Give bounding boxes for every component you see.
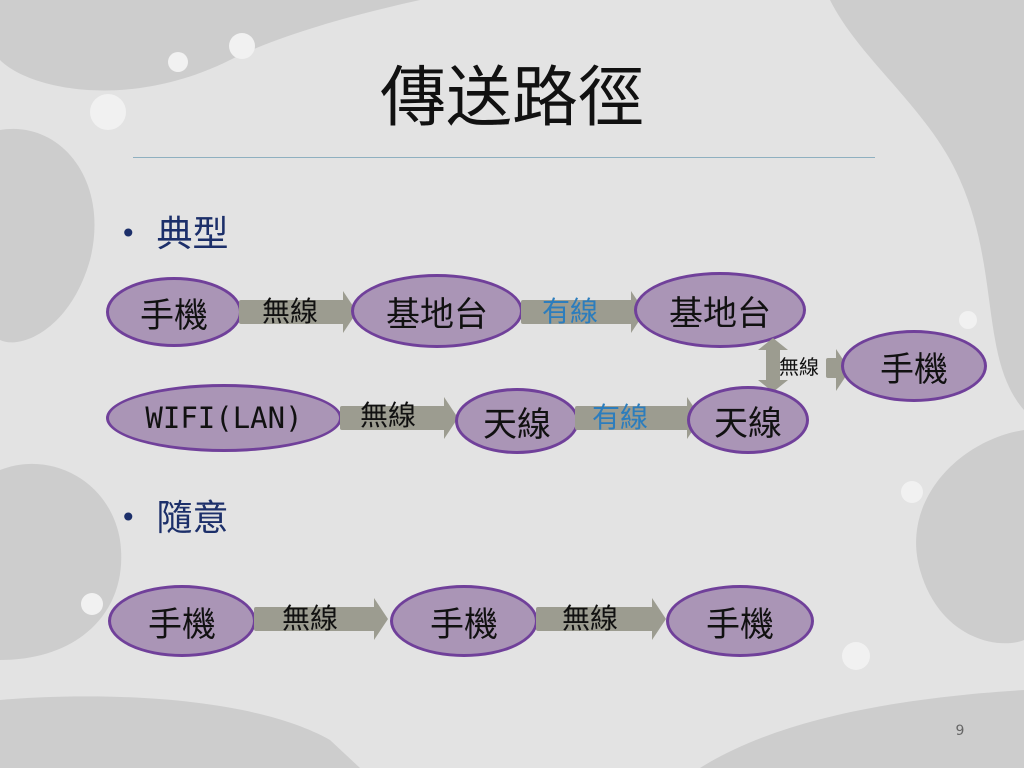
node-phone-4: 手機 — [390, 585, 538, 657]
link-arrow-wireless-2 — [340, 397, 458, 439]
section-bullet-adhoc: • 隨意 — [120, 494, 229, 543]
slide-title: 傳送路徑 — [380, 59, 644, 136]
node-wifi-lan: WIFI(LAN) — [106, 384, 342, 452]
node-base-station-1: 基地台 — [351, 274, 523, 348]
section-heading: 隨意 — [156, 498, 229, 539]
link-arrow-wireless-3 — [254, 598, 388, 640]
page-number: 9 — [955, 723, 965, 739]
bullet-dot-icon: • — [120, 501, 137, 534]
link-label-wireless-2: 無線 — [360, 399, 417, 432]
link-label-wireless-vertical: 無線 — [779, 355, 819, 379]
link-label-wired-1: 有線 — [542, 295, 599, 328]
link-label-wireless-4: 無線 — [562, 602, 619, 635]
node-phone-5: 手機 — [666, 585, 814, 657]
node-phone-2: 手機 — [841, 330, 987, 402]
link-label-wireless-3: 無線 — [282, 602, 339, 635]
link-arrow-wireless-4 — [536, 598, 666, 640]
section-bullet-typical: • 典型 — [120, 210, 229, 259]
node-phone-3: 手機 — [108, 585, 256, 657]
bullet-dot-icon: • — [120, 217, 137, 250]
title-divider — [133, 157, 875, 158]
node-phone-1: 手機 — [106, 277, 242, 347]
link-arrow-vertical-wireless — [758, 338, 788, 392]
link-arrow-to-phone — [826, 349, 850, 391]
link-arrow-wireless-1 — [239, 291, 357, 333]
node-base-station-2: 基地台 — [634, 272, 806, 348]
node-antenna-2: 天線 — [687, 386, 809, 454]
node-antenna-1: 天線 — [455, 388, 579, 454]
section-heading: 典型 — [156, 214, 229, 255]
link-label-wireless-1: 無線 — [262, 295, 319, 328]
link-label-wired-2: 有線 — [592, 401, 649, 434]
